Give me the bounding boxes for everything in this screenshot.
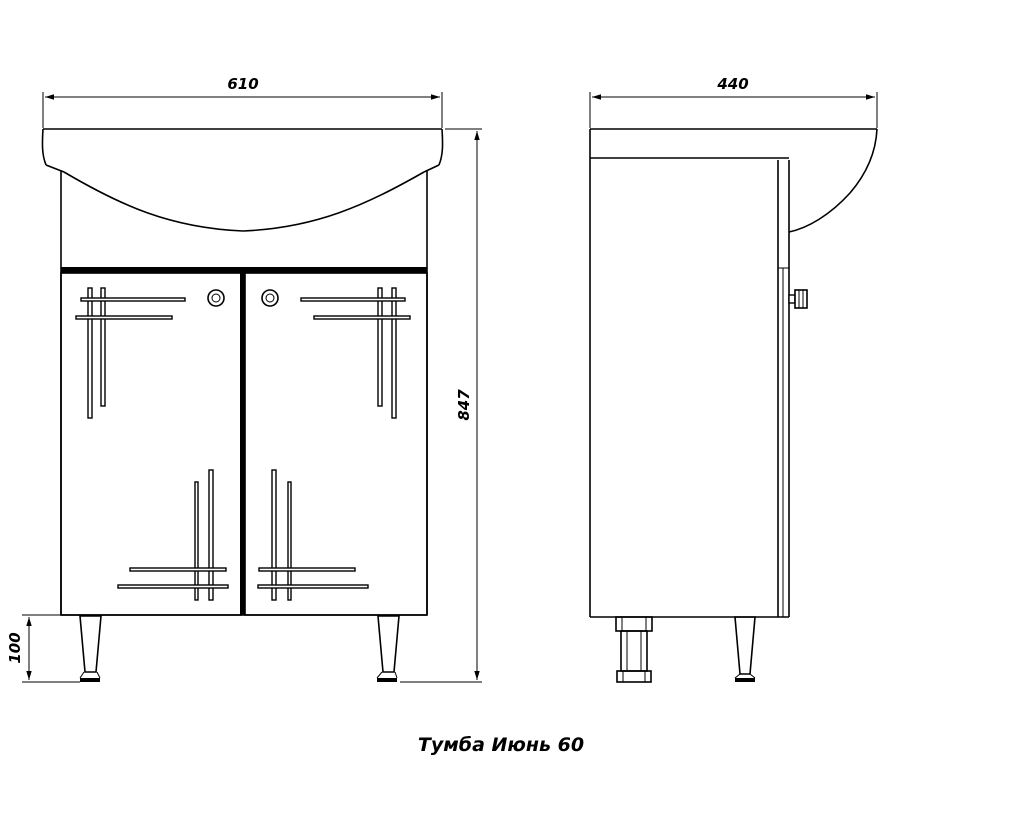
right-door-knob bbox=[261, 289, 279, 307]
left-door bbox=[60, 272, 242, 616]
left-door-knob bbox=[207, 289, 225, 307]
height-label: 847 bbox=[455, 389, 473, 421]
basin bbox=[41, 128, 444, 232]
height-dimension: 847 bbox=[400, 128, 482, 683]
front-legs bbox=[79, 615, 400, 682]
right-door bbox=[244, 272, 428, 616]
width-label: 610 bbox=[227, 75, 258, 93]
side-view: 440 bbox=[589, 75, 878, 683]
side-knob bbox=[788, 289, 808, 309]
leg-height-dimension: 100 bbox=[6, 614, 80, 683]
front-view: 610 bbox=[6, 75, 482, 683]
side-rear-leg bbox=[734, 616, 756, 682]
leg-height-label: 100 bbox=[6, 632, 24, 663]
basin-profile bbox=[589, 128, 878, 233]
top-rail bbox=[61, 267, 427, 273]
door-divider bbox=[240, 273, 245, 615]
cabinet-side bbox=[589, 158, 790, 618]
side-front-leg bbox=[615, 616, 653, 683]
drawing-caption: Тумба Июнь 60 bbox=[418, 734, 584, 756]
depth-dimension: 440 bbox=[589, 75, 878, 128]
depth-label: 440 bbox=[716, 75, 748, 93]
width-dimension: 610 bbox=[42, 75, 443, 128]
